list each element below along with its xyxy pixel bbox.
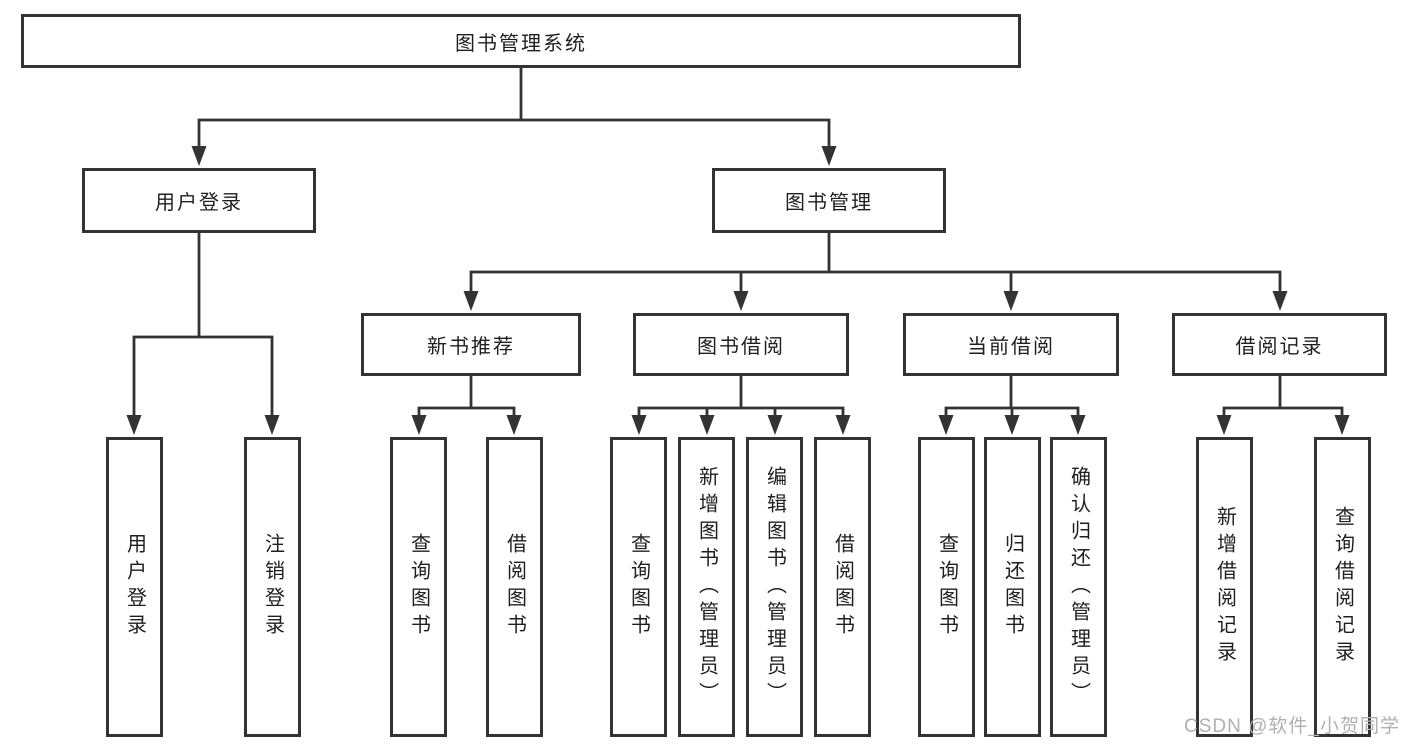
leaf-add-borrow-record: 新增借阅记录 (1196, 437, 1253, 737)
leaf-query-books-borrow: 查询图书 (610, 437, 667, 737)
connector-new-book-branch (411, 374, 522, 435)
node-label: 借阅图书 (503, 533, 526, 641)
node-label: 图书借阅 (697, 336, 785, 358)
node-label: 归还图书 (1001, 533, 1024, 641)
connector-book-management-branch (463, 231, 1288, 311)
connector-book-borrow-branch (631, 374, 851, 435)
node-label: 查询图书 (627, 533, 650, 641)
leaf-user-login: 用户登录 (106, 437, 163, 737)
leaf-query-books-recommend: 查询图书 (390, 437, 447, 737)
node-label: 图书管理系统 (455, 32, 587, 55)
connector-user-login-branch (126, 231, 280, 435)
node-root: 图书管理系统 (21, 14, 1021, 68)
node-label: 新增借阅记录 (1213, 506, 1236, 668)
csdn-watermark: CSDN @软件_小贺同学 (1184, 716, 1400, 737)
node-user-login: 用户登录 (82, 168, 316, 233)
node-label: 编辑图书（管理员） (763, 465, 786, 709)
node-label: 当前借阅 (967, 336, 1055, 358)
leaf-borrow-books-borrow: 借阅图书 (814, 437, 871, 737)
node-label: 查询图书 (407, 533, 430, 641)
leaf-confirm-return-admin: 确认归还（管理员） (1050, 437, 1107, 737)
node-new-book-recommend: 新书推荐 (361, 313, 581, 376)
node-label: 用户登录 (155, 192, 243, 214)
node-borrow-records: 借阅记录 (1172, 313, 1387, 376)
leaf-logout-login: 注销登录 (244, 437, 301, 737)
node-label: 新增图书（管理员） (695, 465, 718, 709)
leaf-edit-books-admin: 编辑图书（管理员） (746, 437, 803, 737)
node-current-borrow: 当前借阅 (903, 313, 1119, 376)
node-label: 查询图书 (935, 533, 958, 641)
connector-borrow-records-branch (1216, 374, 1350, 435)
node-book-borrow: 图书借阅 (633, 313, 849, 376)
node-label: 注销登录 (261, 533, 284, 641)
leaf-return-books: 归还图书 (984, 437, 1041, 737)
node-book-management: 图书管理 (712, 168, 946, 233)
node-label: 查询借阅记录 (1331, 506, 1354, 668)
leaf-add-books-admin: 新增图书（管理员） (678, 437, 735, 737)
node-label: 新书推荐 (427, 336, 515, 358)
leaf-query-borrow-record: 查询借阅记录 (1314, 437, 1371, 737)
connector-current-borrow-branch (938, 374, 1086, 435)
leaf-borrow-books-recommend: 借阅图书 (486, 437, 543, 737)
node-label: 借阅图书 (831, 533, 854, 641)
leaf-query-books-current: 查询图书 (918, 437, 975, 737)
node-label: 借阅记录 (1235, 336, 1324, 358)
connector-root-to-level2 (191, 66, 837, 166)
node-label: 图书管理 (785, 192, 873, 214)
node-label: 确认归还（管理员） (1067, 465, 1090, 709)
node-label: 用户登录 (123, 533, 146, 641)
